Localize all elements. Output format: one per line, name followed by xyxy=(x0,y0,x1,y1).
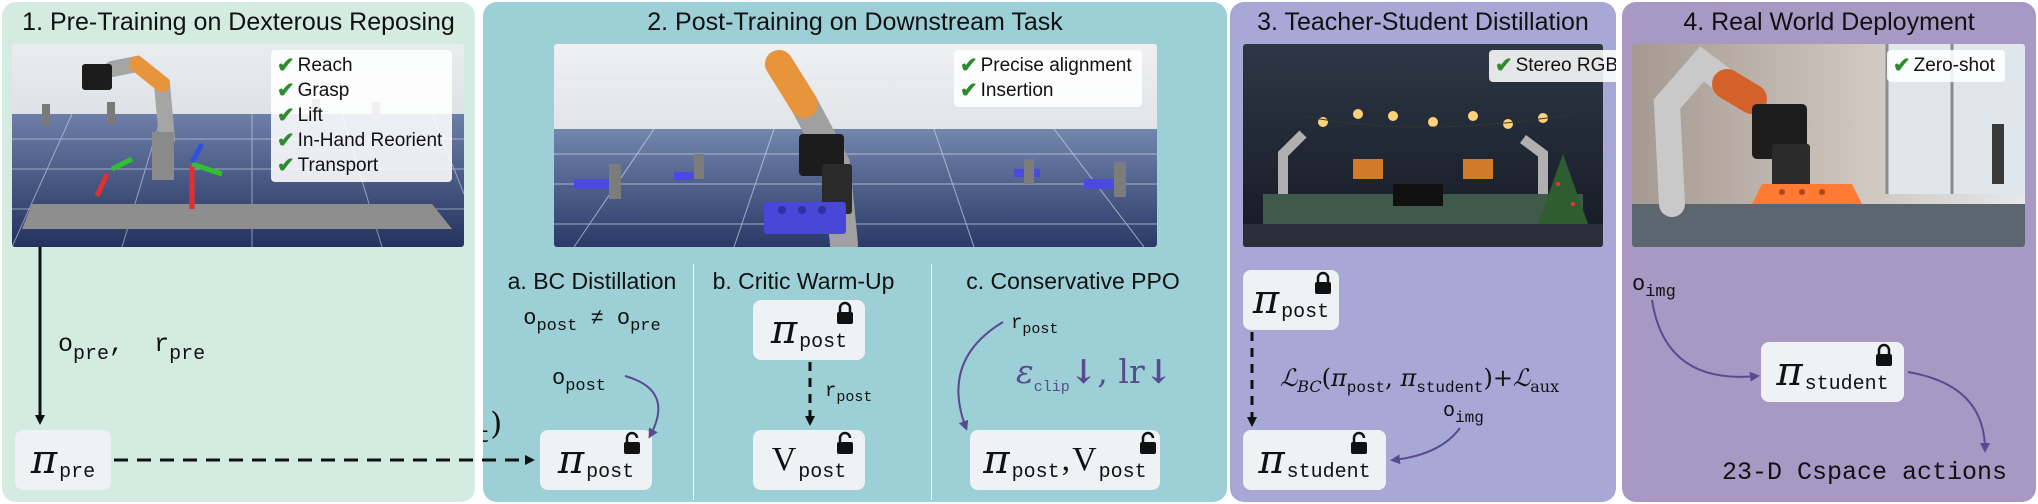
clip-lr-decrease-label: εclip↓, lr↓ xyxy=(1016,352,1173,396)
check-item: ✔Zero-shot xyxy=(1893,54,1995,77)
check-item: ✔In-Hand Reorient xyxy=(277,129,443,152)
check-item: ✔Lift xyxy=(277,104,323,127)
checkmark-icon: ✔ xyxy=(277,129,295,152)
obs-img-label: oimg xyxy=(1632,272,1676,302)
reward-post-label: rpost xyxy=(825,380,873,406)
checkmark-icon: ✔ xyxy=(1495,54,1513,77)
checkmark-icon: ✔ xyxy=(277,104,295,127)
check-item: ✔Insertion xyxy=(960,79,1054,102)
subsection-bc-distillation: a. BC Distillation xyxy=(507,268,677,294)
distillation-loss-label: ℒBC(πpost, πstudent)+ℒaux xyxy=(1280,364,1560,397)
panel-title: 3. Teacher-Student Distillation xyxy=(1257,8,1589,36)
checkmark-icon: ✔ xyxy=(277,154,295,177)
panel-distillation: 3. Teacher-Student Distillation ✔Stereo … xyxy=(1230,2,1616,502)
check-item: ✔Stereo RGB xyxy=(1495,54,1616,77)
checkmark-icon: ✔ xyxy=(1893,54,1911,77)
reward-post-label: rpost xyxy=(1011,312,1059,338)
panel-title: 2. Post-Training on Downstream Task xyxy=(647,8,1063,36)
check-item: ✔Precise alignment xyxy=(960,54,1132,77)
subsection-conservative-ppo: c. Conservative PPO xyxy=(966,268,1180,294)
checkmark-icon: ✔ xyxy=(277,79,295,102)
obs-img-label: oimg xyxy=(1443,400,1484,427)
checkmark-icon: ✔ xyxy=(277,54,295,77)
obs-post-label: opost xyxy=(552,366,607,396)
panel-posttraining: 2. Post-Training on Downstream Task ✔Pre… xyxy=(483,2,1227,502)
action-output-label: 23-D Cspace actions xyxy=(1722,458,2008,487)
panel-pretraining: 1. Pre-Training on Dexterous Reposing xyxy=(2,2,475,502)
subsection-critic-warmup: b. Critic Warm-Up xyxy=(712,268,895,294)
distillation-input-list: ✔Stereo RGB xyxy=(1489,50,1616,82)
panel-title: 1. Pre-Training on Dexterous Reposing xyxy=(22,8,455,36)
check-item: ✔Grasp xyxy=(277,79,350,102)
checkmark-icon: ✔ xyxy=(960,79,978,102)
obs-reward-pre-label: opre, rpre xyxy=(58,330,206,366)
posttraining-skill-list: ✔Precise alignment ✔Insertion xyxy=(954,50,1142,107)
subsection-divider xyxy=(931,264,932,500)
deployment-list: ✔Zero-shot xyxy=(1887,50,2005,82)
check-item: ✔Transport xyxy=(277,154,379,177)
subsection-divider xyxy=(693,264,694,500)
panel-deployment: 4. Real World Deployment ✔Zero-shot oimg… xyxy=(1622,2,2036,502)
obs-neq-label: opost ≠ opre xyxy=(523,306,661,336)
checkmark-icon: ✔ xyxy=(960,54,978,77)
panel-title: 4. Real World Deployment xyxy=(1683,8,1975,36)
pretraining-skill-list: ✔Reach ✔Grasp ✔Lift ✔In-Hand Reorient ✔T… xyxy=(271,50,453,182)
check-item: ✔Reach xyxy=(277,54,353,77)
